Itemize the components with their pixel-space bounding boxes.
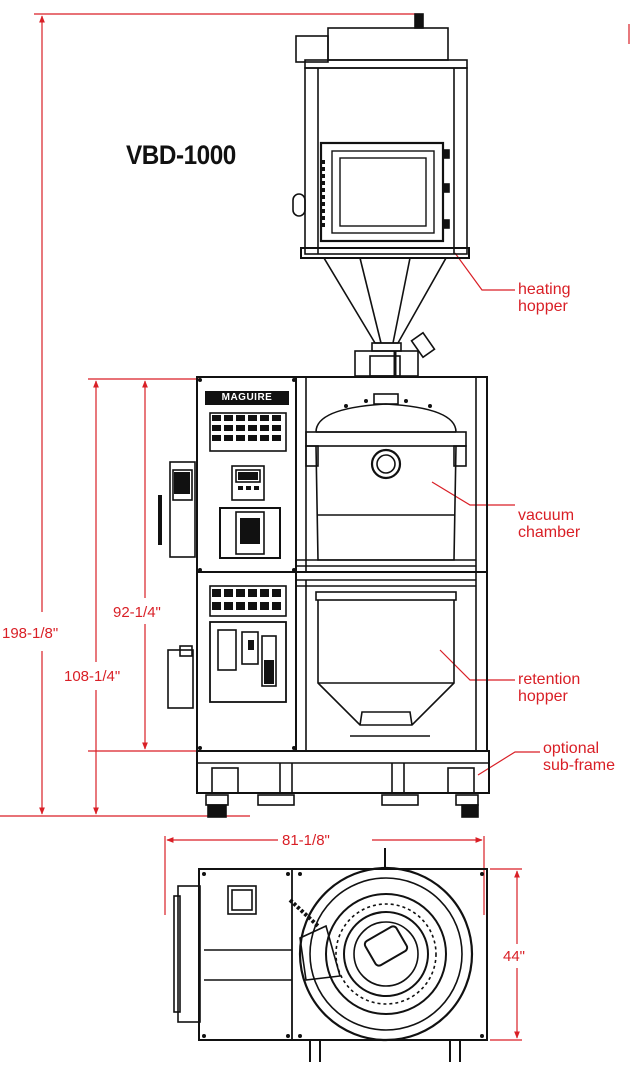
callout-heating-hopper-line1: heating [518, 281, 571, 298]
callout-heating-hopper: heating hopper [518, 281, 571, 315]
callout-retention-hopper-line1: retention [518, 671, 581, 688]
panel-details [174, 378, 484, 1038]
callout-optional-subframe-line2: sub-frame [543, 757, 616, 774]
depth-label: 44" [503, 948, 526, 965]
machine-outline [158, 13, 490, 1062]
height-with-subframe-label: 108-1/4" [64, 668, 121, 685]
dimension-lines [0, 13, 630, 1041]
callout-vacuum-chamber-line1: vacuum [518, 507, 575, 524]
callout-heating-hopper-line2: hopper [518, 298, 568, 315]
width-label: 81-1/8" [282, 832, 330, 849]
callout-vacuum-chamber: vacuum chamber [518, 507, 580, 541]
callout-retention-hopper-line2: hopper [518, 688, 568, 705]
callout-retention-hopper: retention hopper [518, 671, 580, 705]
callout-optional-subframe-line1: optional [543, 740, 600, 757]
total-height-label: 198-1/8" [2, 625, 59, 642]
callout-vacuum-chamber-line2: chamber [518, 524, 581, 541]
logo: MAGUIRE [221, 392, 273, 403]
model-title: VBD-1000 [126, 140, 236, 170]
callout-optional-subframe: optional sub-frame [543, 740, 615, 774]
height-without-subframe-label: 92-1/4" [113, 604, 161, 621]
